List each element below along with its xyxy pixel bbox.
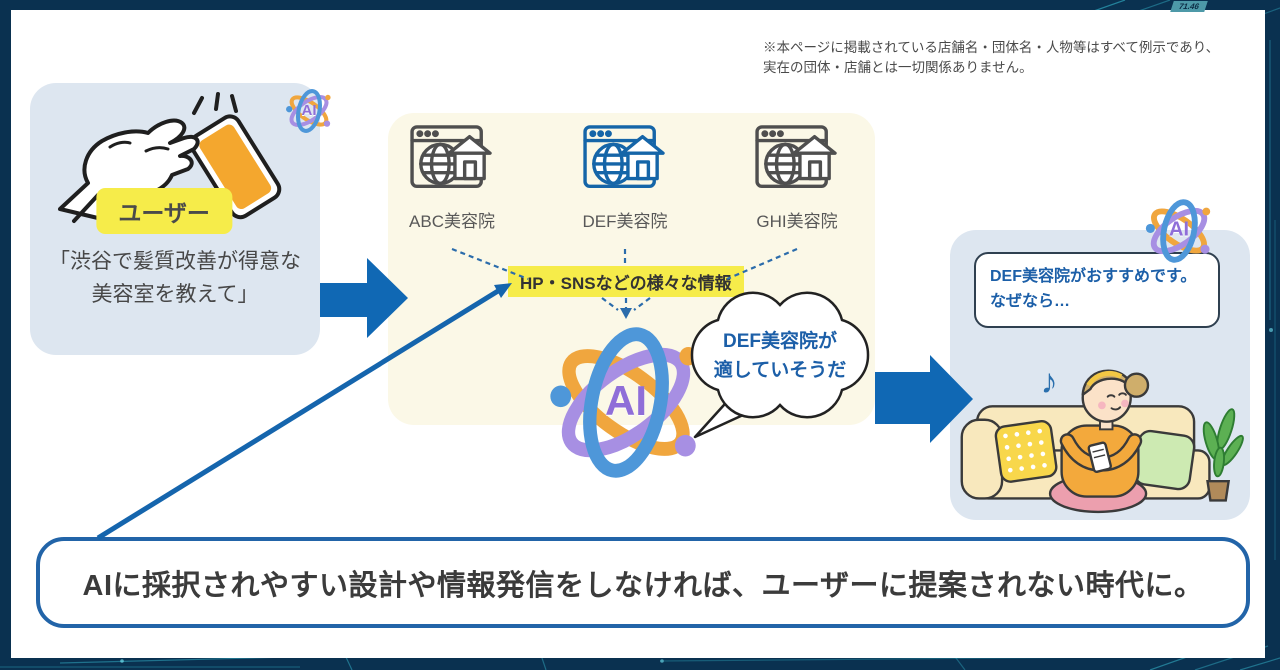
salon-site-name: ABC美容院 xyxy=(409,212,495,231)
salon-site-abc: ABC美容院 xyxy=(387,123,517,232)
disclaimer-line: ※本ページに掲載されている店舗名・団体名・人物等はすべて例示であり、 xyxy=(763,40,1220,55)
takeaway-banner: AIに採択されやすい設計や情報発信をしなければ、ユーザーに提案されない時代に。 xyxy=(36,537,1250,628)
salon-site-def: DEF美容院 xyxy=(560,123,690,232)
disclaimer-note: ※本ページに掲載されている店舗名・団体名・人物等はすべて例示であり、 実在の団体… xyxy=(763,38,1219,79)
ai-recommendation-bubble: DEF美容院がおすすめです。 なぜなら… xyxy=(974,252,1220,328)
ai-thought-bubble: DEF美容院が 適していそうだ xyxy=(675,287,885,442)
ai-logo-main: AI xyxy=(537,310,715,495)
ai-thought-line: 適していそうだ xyxy=(713,360,847,382)
browser-globe-house-icon xyxy=(753,123,841,199)
salon-site-ghi: GHI美容院 xyxy=(732,123,862,232)
recommendation-panel: DEF美容院がおすすめです。 なぜなら… xyxy=(950,230,1250,520)
salon-site-name: GHI美容院 xyxy=(756,212,838,231)
ai-thought-line: DEF美容院が xyxy=(722,331,837,352)
user-hand-phone-illustration xyxy=(58,92,282,223)
browser-globe-house-icon xyxy=(408,123,496,199)
disclaimer-line: 実在の団体・店舗とは一切関係ありません。 xyxy=(763,60,1033,76)
recommendation-line: DEF美容院がおすすめです。 xyxy=(990,268,1197,285)
music-note-icon: ♪ xyxy=(1040,363,1057,401)
ai-logo-text: AI xyxy=(605,376,647,424)
ai-logo-small: AI xyxy=(282,84,336,138)
recommendation-line: なぜなら… xyxy=(990,292,1071,310)
ai-thought-text: DEF美容院が 適していそうだ xyxy=(675,327,885,386)
ai-logo-text: AI xyxy=(301,101,317,119)
info-sources-label: HP・SNSなどの様々な情報 xyxy=(508,266,744,297)
ai-logo-medium: AI xyxy=(1140,192,1218,270)
woman-on-couch-illustration: ♪ xyxy=(960,363,1244,514)
salon-site-name: DEF美容院 xyxy=(582,212,668,231)
ai-logo-text: AI xyxy=(1169,218,1189,241)
user-panel: AI ユーザー 「渋谷で髪質改善が得意な 美容室を教えて」 xyxy=(30,83,320,355)
user-query-text: 「渋谷で髪質改善が得意な 美容室を教えて」 xyxy=(30,246,320,311)
user-query-line: 美容室を教えて」 xyxy=(91,282,259,306)
user-label: ユーザー xyxy=(96,188,232,234)
background-frame-badge: 71.46 xyxy=(1170,1,1208,12)
takeaway-text: AIに採択されやすい設計や情報発信をしなければ、ユーザーに提案されない時代に。 xyxy=(82,569,1204,602)
browser-globe-house-icon xyxy=(581,123,669,199)
user-query-line: 「渋谷で髪質改善が得意な xyxy=(49,250,301,273)
